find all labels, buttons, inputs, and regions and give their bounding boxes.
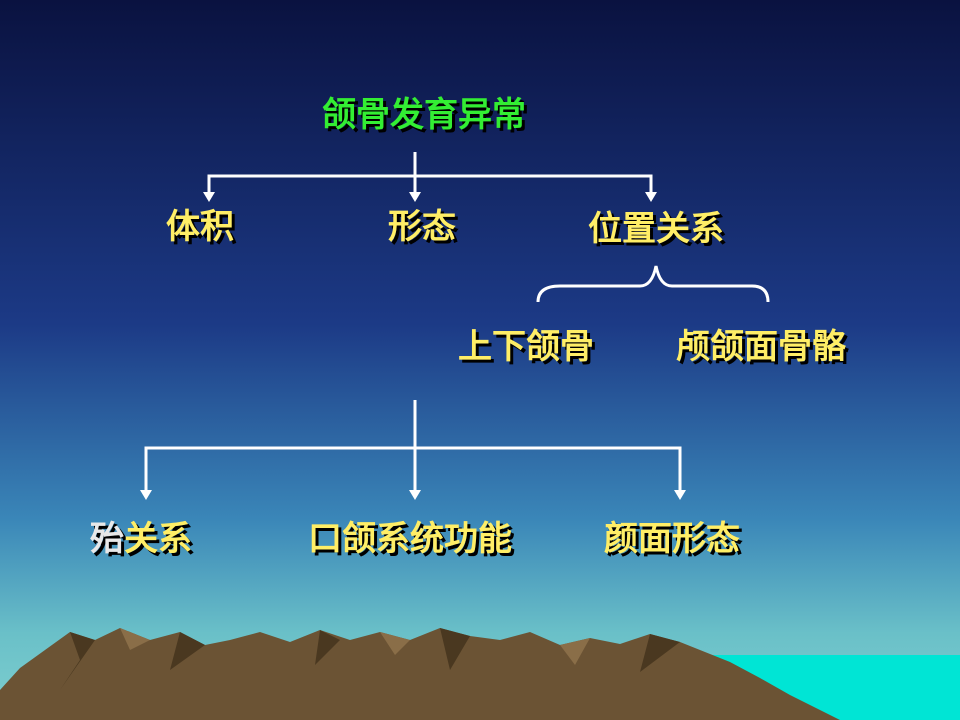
mountains [0,628,840,720]
arrowheads [140,192,686,500]
occlusion-rest: 关系 [124,519,192,559]
node-volume: 体积 [166,207,234,247]
node-position: 位置关系 [588,209,724,249]
connector-lines [144,152,770,494]
node-occlusion: 殆关系 [90,522,192,556]
node-oral-function: 口颌系统功能 [308,519,512,559]
diagram-title: 颌骨发育异常 [322,95,526,135]
node-craniofacial: 颅颌面骨骼 [676,327,846,367]
node-facial-form: 颜面形态 [604,519,740,559]
node-shape: 形态 [388,207,456,247]
occlusion-prefix: 殆 [90,519,124,559]
node-jaws: 上下颌骨 [458,327,594,367]
